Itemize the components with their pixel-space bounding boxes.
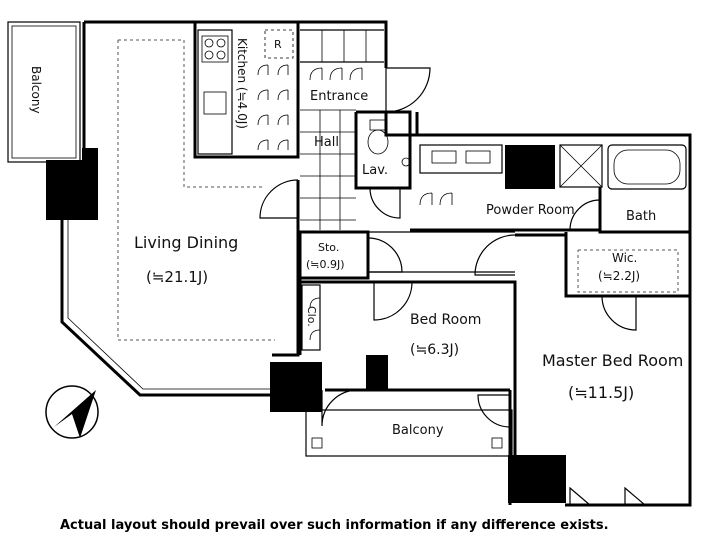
room-label-balcony-south: Balcony bbox=[392, 423, 444, 438]
room-label-balcony-west: Balcony bbox=[29, 66, 43, 114]
room-label-wic: Wic. bbox=[612, 251, 637, 265]
south-balcony bbox=[305, 389, 513, 457]
kitchen-area bbox=[193, 22, 300, 159]
lavatory-area bbox=[354, 110, 412, 219]
room-size-bed-room: (≒6.3J) bbox=[410, 342, 459, 358]
room-label-master-bed-room: Master Bed Room bbox=[542, 351, 683, 370]
room-size-storage: (≒0.9J) bbox=[306, 258, 345, 271]
column bbox=[505, 145, 555, 189]
column bbox=[508, 455, 566, 503]
living-dining-area bbox=[83, 39, 275, 341]
entrance-hall bbox=[259, 29, 431, 230]
disclaimer-note: Actual layout should prevail over such i… bbox=[60, 518, 609, 533]
room-size-living-dining: (≒21.1J) bbox=[146, 268, 208, 286]
room-label-powder-room: Powder Room bbox=[486, 203, 575, 218]
north-arrow-icon bbox=[45, 385, 99, 439]
room-label-kitchen: Kitchen (≒4.0J) bbox=[235, 38, 249, 129]
room-size-wic: (≒2.2J) bbox=[598, 269, 640, 283]
bath-area bbox=[598, 144, 690, 234]
storage-area bbox=[298, 230, 515, 280]
room-label-bed-room: Bed Room bbox=[410, 312, 481, 328]
room-label-closet: Clo. bbox=[305, 306, 318, 327]
room-label-storage: Sto. bbox=[318, 241, 339, 254]
column bbox=[366, 355, 388, 391]
exterior-walls bbox=[60, 20, 692, 507]
west-balcony bbox=[7, 21, 81, 163]
wic-area bbox=[564, 232, 690, 331]
column bbox=[82, 148, 98, 173]
room-label-entrance: Entrance bbox=[310, 89, 368, 104]
room-size-master-bed-room: (≒11.5J) bbox=[568, 383, 634, 402]
room-label-living-dining: Living Dining bbox=[134, 233, 238, 252]
room-label-lavatory: Lav. bbox=[362, 163, 388, 178]
room-label-bath: Bath bbox=[626, 209, 656, 224]
room-labels: Balcony Kitchen (≒4.0J) R Entrance Hall … bbox=[29, 38, 683, 438]
master-bed-room-area bbox=[515, 233, 647, 506]
room-label-hall: Hall bbox=[314, 135, 339, 150]
bed-room-area bbox=[298, 234, 517, 455]
column bbox=[270, 362, 322, 412]
refrigerator-mark: R bbox=[274, 38, 282, 51]
